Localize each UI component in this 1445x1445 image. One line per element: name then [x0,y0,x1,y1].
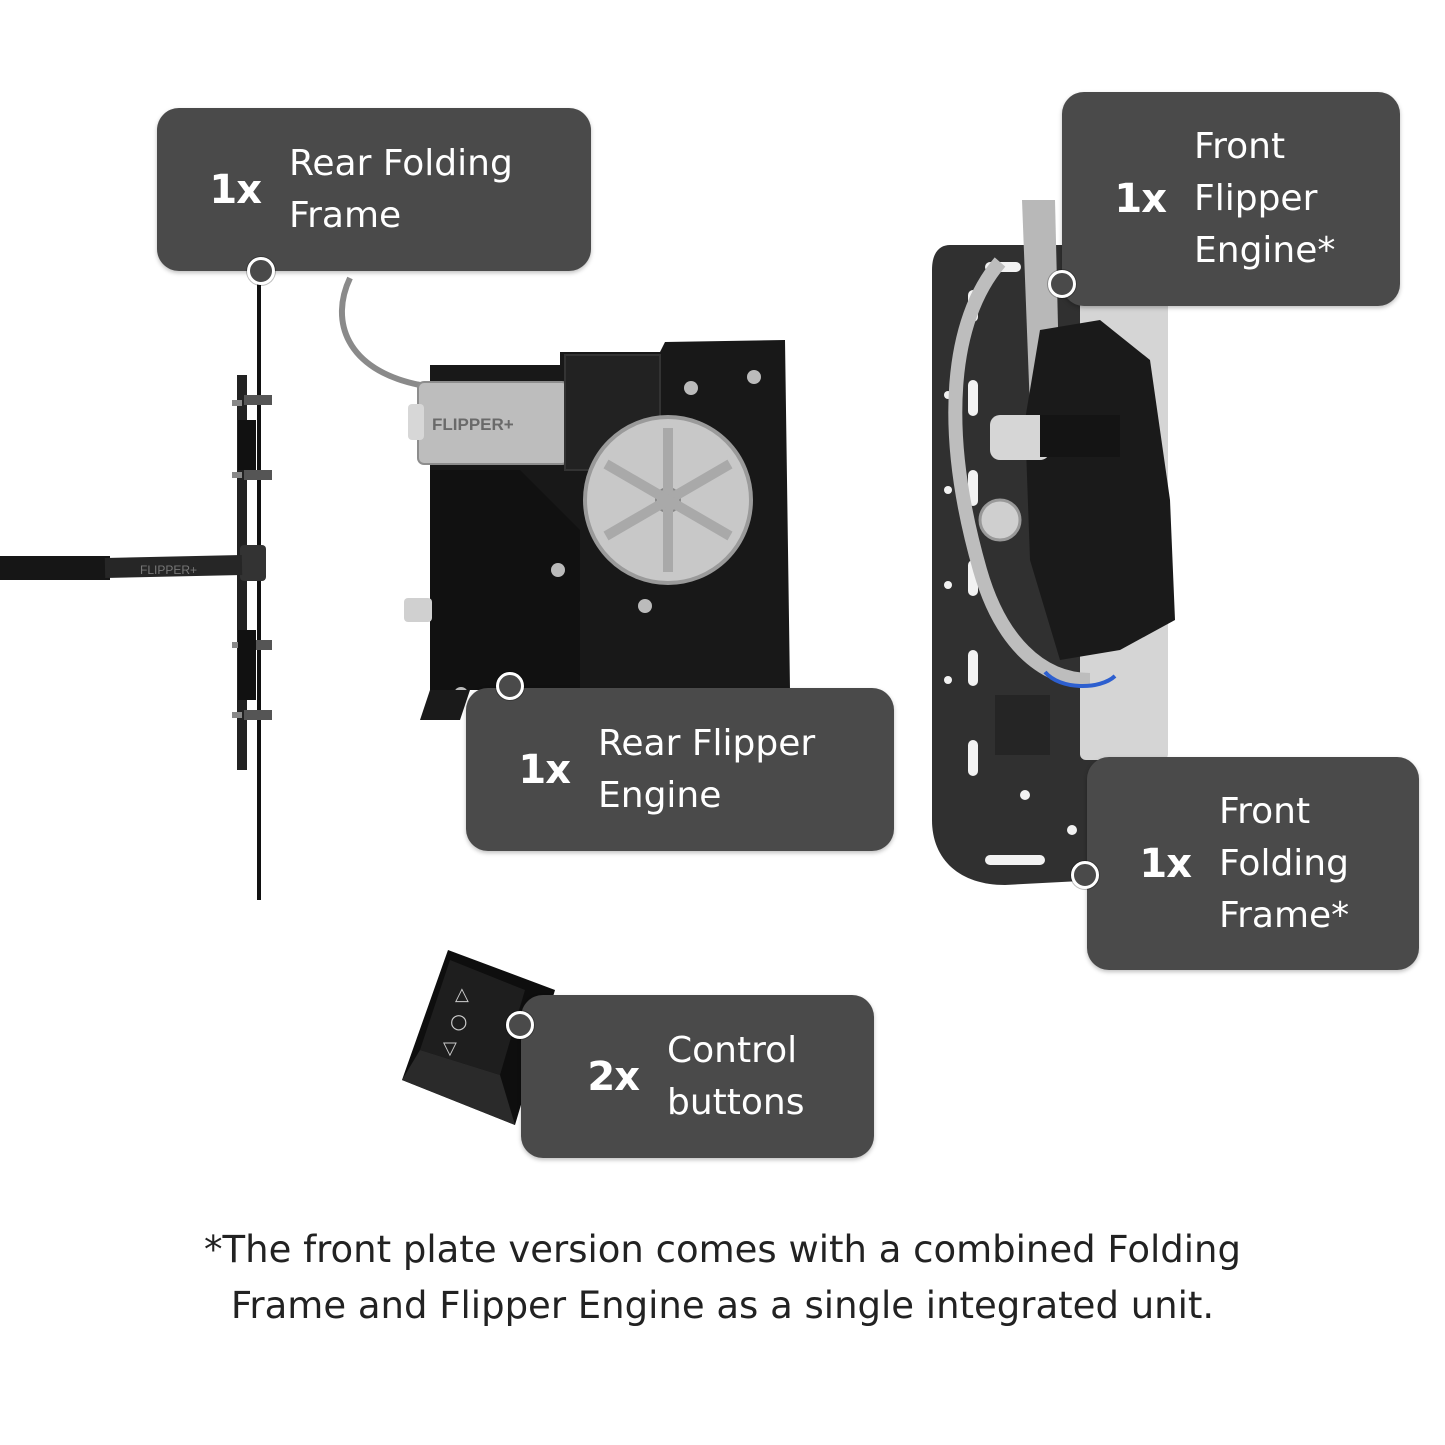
control-switch-part: △ ○ ▽ [402,950,555,1125]
label-rear-flipper-engine: 1x Rear Flipper Engine [466,688,894,851]
quantity-text: 1x [1139,840,1192,887]
part-name-line: Frame* [1219,894,1350,936]
wire-part [339,276,421,388]
part-name-line: Engine [598,774,722,816]
part-name-line: Front [1219,790,1311,832]
part-name-line: Front [1194,126,1286,167]
part-name: Control buttons [667,1025,805,1129]
quantity-text: 1x [1114,176,1167,222]
part-name-line: Rear Folding [289,142,513,184]
part-name: Front Folding Frame* [1219,786,1349,942]
footnote-line: *The front plate version comes with a co… [204,1228,1241,1271]
part-name-line: buttons [667,1081,805,1123]
cable-part: FLIPPER+ [0,555,243,580]
callout-dot [496,672,524,700]
label-front-folding-frame: 1x Front Folding Frame* [1087,757,1419,970]
footnote: *The front plate version comes with a co… [0,1222,1445,1334]
part-name: Rear Folding Frame [289,138,513,242]
part-name-line: Folding [1219,842,1349,884]
quantity-text: 1x [209,166,262,213]
label-front-flipper-engine: 1x Front Flipper Engine* [1062,92,1400,306]
part-name: Front Flipper Engine* [1194,121,1335,277]
callout-dot [1048,270,1076,298]
callout-dot [247,257,275,285]
label-control-buttons: 2x Control buttons [521,995,874,1158]
quantity-text: 2x [587,1053,640,1100]
label-rear-folding-frame: 1x Rear Folding Frame [157,108,591,271]
svg-text:▽: ▽ [443,1038,457,1059]
svg-text:○: ○ [450,1009,467,1033]
rear-flipper-engine-part: FLIPPER+ [404,340,790,720]
callout-dot [506,1011,534,1039]
svg-text:△: △ [455,984,469,1005]
footnote-line: Frame and Flipper Engine as a single int… [230,1284,1215,1327]
part-name-line: Rear Flipper [598,722,816,764]
quantity-text: 1x [518,746,571,793]
callout-dot [1071,861,1099,889]
engine-brand-text: FLIPPER+ [432,415,514,434]
part-name: Rear Flipper Engine [598,718,815,822]
part-name-line: Frame [289,194,402,236]
part-name-line: Engine* [1194,230,1336,271]
part-name-line: Flipper [1194,178,1318,219]
rear-folding-frame-part [232,282,272,900]
part-name-line: Control [667,1029,798,1071]
front-flipper-engine-part [948,200,1175,760]
cable-brand-text: FLIPPER+ [140,563,197,577]
